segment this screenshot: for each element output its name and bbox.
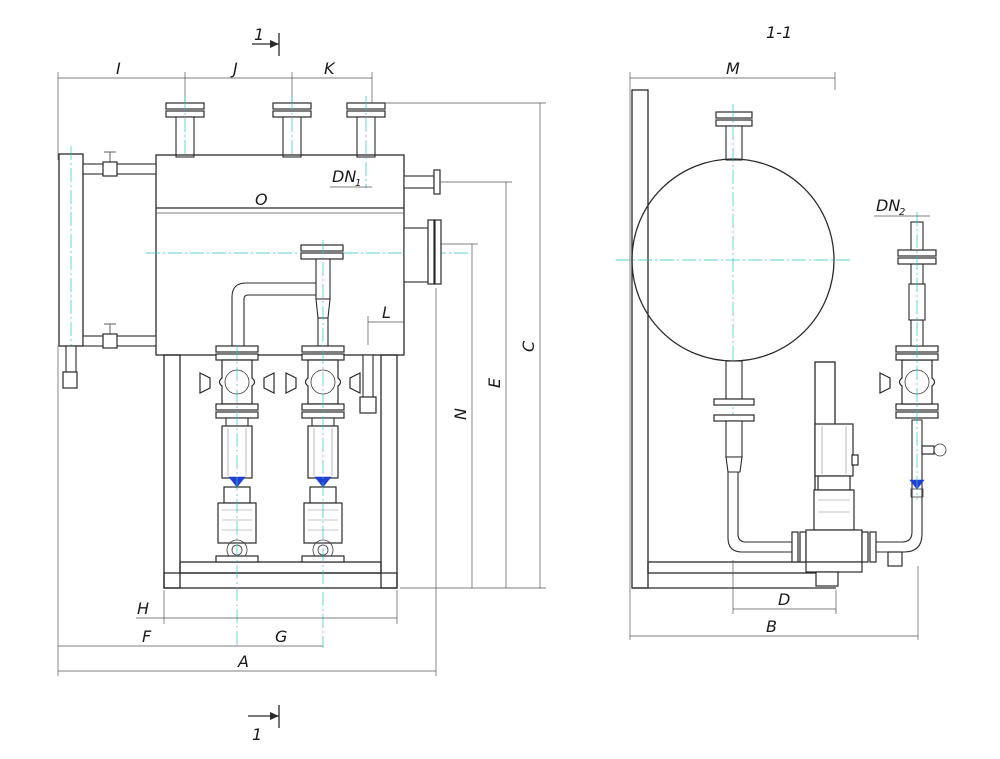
pump-assembly-1 [199,345,275,648]
section-discharge [875,212,947,567]
dn1-label: DN [332,167,356,186]
dn2-label: DN [876,196,900,215]
dim-label-k: K [324,59,336,78]
dn2-subscript: 2 [899,207,905,218]
tank-circle [616,104,850,470]
dim-label-g: G [275,627,287,646]
dim-label-b: B [766,617,777,636]
bottom-dimensions: H F G A [57,288,437,676]
dim-label-f: F [142,627,152,646]
dim-label-a: A [237,652,249,671]
side-nozzles [403,169,442,285]
dn2-callout: DN 2 [874,196,930,218]
dn1-subscript: 1 [355,178,361,189]
section-pump [805,423,877,587]
suction-piping [231,244,344,349]
dim-label-n: N [451,408,470,420]
section-cut-bottom: 1 [248,705,280,744]
support-frame [163,354,398,589]
dim-label-m: M [726,59,740,78]
section-suction [713,360,807,563]
dim-label-d: D [778,590,790,609]
top-nozzles [165,96,386,188]
right-dimension-lines: N E C [385,102,546,589]
section-cut-label-bottom: 1 [252,725,262,744]
section-cut-label-top: 1 [254,25,264,44]
dim-label-e: E [485,377,504,388]
drain-l: L [359,303,404,414]
section-dimensions: D B [630,560,919,640]
dim-label-h: H [137,599,149,618]
left-side-vessel [58,146,157,389]
front-view: 1 1 I J K [57,25,546,744]
section-cut-top: 1 [252,25,280,56]
dim-label-j: J [230,59,238,78]
dim-label-o: O [255,190,268,209]
dn1-callout: DN 1 [330,167,372,189]
pump-assembly-2 [285,240,361,648]
dim-label-c: C [519,340,538,352]
dim-label-i: I [116,59,121,78]
section-view: 1-1 M [616,23,947,640]
top-dimension-chain: I J K [57,59,373,160]
section-title: 1-1 [766,23,792,42]
dim-label-l: L [382,303,391,322]
